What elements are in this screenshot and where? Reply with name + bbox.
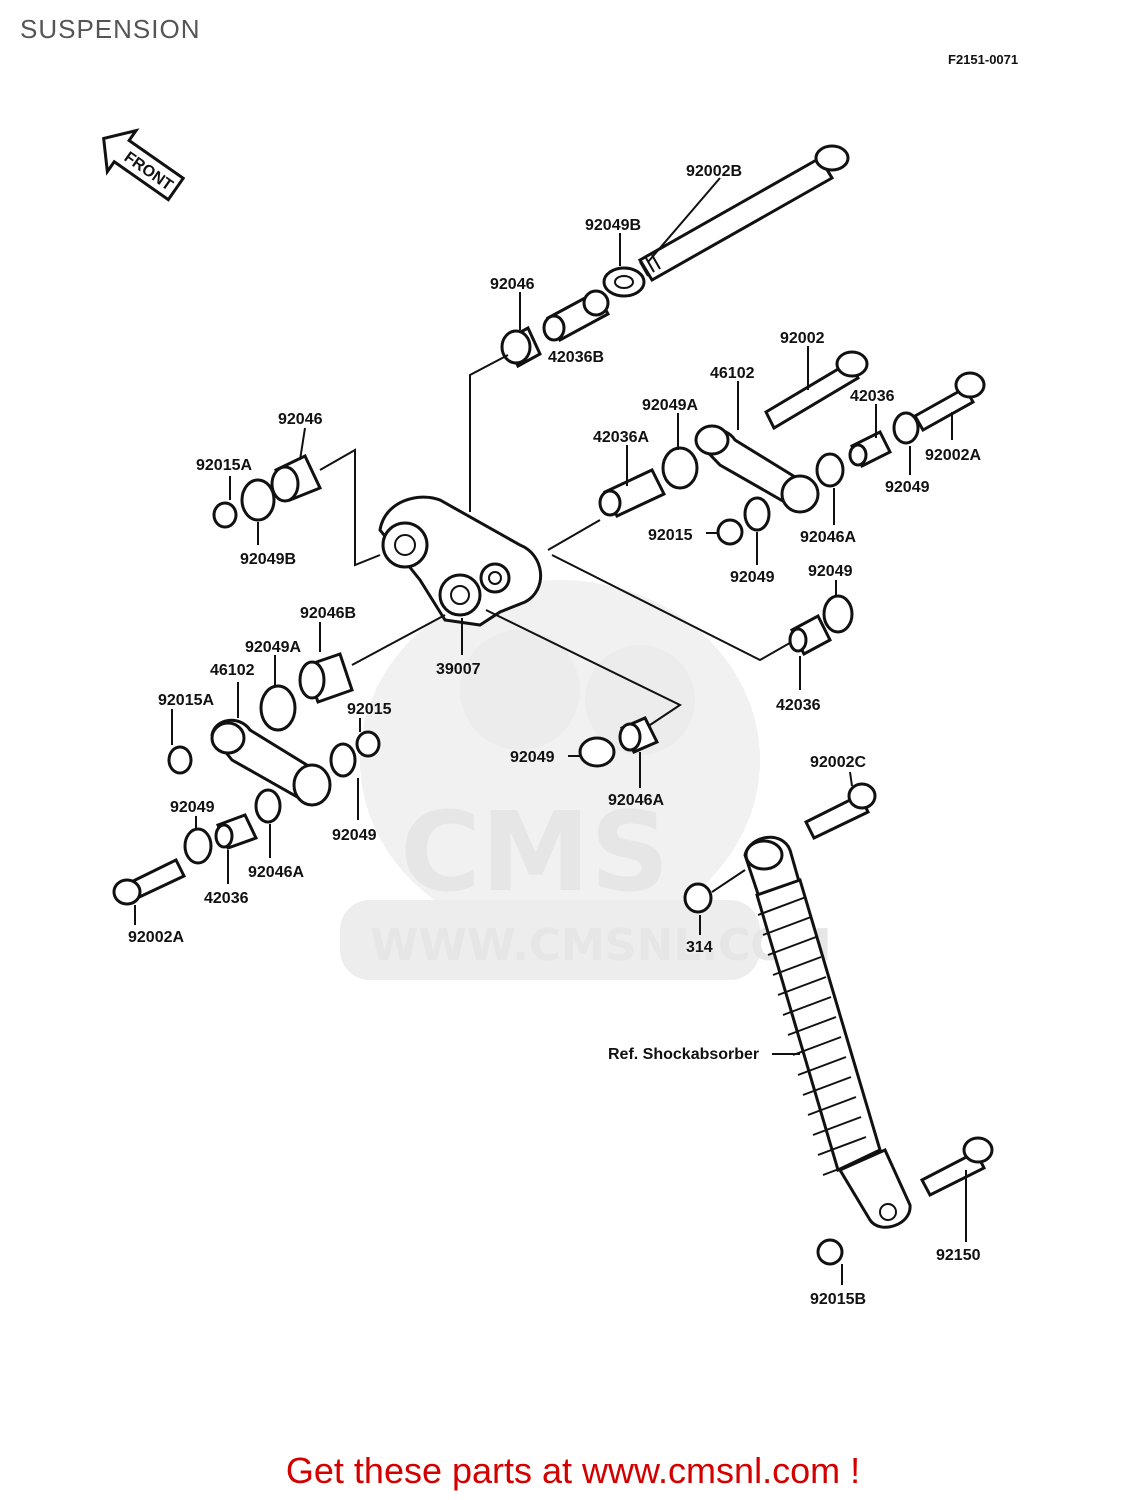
seal-92049-mid — [822, 594, 854, 634]
callout-92002b: 92002B — [686, 163, 742, 180]
callout-92049-right: 92049 — [885, 479, 930, 496]
bearing-92046-left — [270, 453, 323, 503]
bolt-92150 — [919, 1136, 994, 1197]
bolt-92002a-left — [112, 857, 187, 906]
watermark-url: WWW.CMSNL.COM — [370, 920, 832, 971]
callout-92049a-right: 92049A — [642, 397, 698, 414]
collar-42036-right — [848, 429, 893, 469]
rocker-arm-39007 — [378, 495, 542, 627]
callout-92015a-left: 92015A — [158, 692, 214, 709]
drawing-code: F2151-0071 — [948, 52, 1019, 67]
bolt-92002-right — [764, 350, 869, 431]
callout-314: 314 — [686, 939, 713, 956]
callout-92015-left: 92015 — [347, 701, 392, 718]
callout-92049-center: 92049 — [510, 749, 555, 766]
bearing-92046a-right — [815, 452, 845, 488]
callout-92002-right: 92002 — [780, 330, 825, 347]
callout-42036-right: 42036 — [850, 388, 895, 405]
callout-46102-right: 46102 — [710, 365, 755, 382]
callout-92046a-left: 92046A — [248, 864, 304, 881]
seal-92049b-left — [240, 478, 276, 522]
callout-92015b: 92015B — [810, 1291, 866, 1308]
callout-42036-left: 42036 — [204, 890, 249, 907]
nut-92015-right — [716, 518, 744, 546]
bearing-92046b — [298, 652, 354, 704]
bearing-92046a-center — [618, 716, 660, 754]
front-arrow: FRONT — [102, 128, 186, 202]
nut-92015b — [816, 1238, 844, 1266]
callout-92046a-right: 92046A — [800, 529, 856, 546]
callout-46102-left: 46102 — [210, 662, 255, 679]
callout-92150: 92150 — [936, 1247, 981, 1264]
callout-92049b-top: 92049B — [585, 217, 641, 234]
collar-42036-left — [214, 813, 259, 850]
seal-92049-left-top — [183, 827, 213, 865]
callout-92049a-left: 92049A — [245, 639, 301, 656]
callout-92046a-center: 92046A — [608, 792, 664, 809]
callout-42036-lower: 42036 — [776, 697, 821, 714]
callout-92049-right-low: 92049 — [730, 569, 775, 586]
collar-42036b — [542, 289, 611, 343]
bearing-92046-top — [500, 325, 542, 369]
callout-42036a: 42036A — [593, 429, 649, 446]
bolt-92002c — [803, 782, 877, 840]
collar-42036a — [598, 468, 667, 518]
footer-link[interactable]: Get these parts at www.cmsnl.com ! — [285, 1450, 861, 1491]
callout-92015a-top: 92015A — [196, 457, 252, 474]
tie-rod-46102-right — [694, 424, 820, 514]
seal-92049-right — [892, 411, 920, 445]
suspension-exploded-diagram: CMS WWW.CMSNL.COM FRONT — [102, 128, 994, 1308]
callout-92002a-left: 92002A — [128, 929, 184, 946]
callout-92046-left: 92046 — [278, 411, 323, 428]
callout-39007: 39007 — [436, 661, 481, 678]
callout-leaders — [134, 177, 967, 1285]
tie-rod-46102-left — [210, 719, 332, 807]
seal-92049a-left — [259, 684, 297, 732]
seal-92049a-right — [661, 446, 699, 490]
collar-42036-lower — [788, 613, 832, 657]
nut-92015a-left — [167, 745, 193, 775]
collar-314 — [683, 882, 713, 914]
watermark-logo: CMS — [400, 788, 669, 916]
bearing-92046a-left — [254, 788, 282, 824]
callout-92049-left-low: 92049 — [332, 827, 377, 844]
callout-92002c: 92002C — [810, 754, 866, 771]
nut-92015-left — [355, 730, 381, 758]
callout-92049-mid: 92049 — [808, 563, 853, 580]
callout-92015-right: 92015 — [648, 527, 693, 544]
washer-92049-left — [329, 742, 357, 778]
axle-bolt-92002b — [637, 144, 850, 283]
callout-92049b-left: 92049B — [240, 551, 296, 568]
callout-92046-top: 92046 — [490, 276, 535, 293]
bolt-92002a-right — [912, 371, 986, 433]
callout-42036b: 42036B — [548, 349, 604, 366]
callout-92046b: 92046B — [300, 605, 356, 622]
seal-92049-center — [578, 736, 616, 768]
callout-92049-left-top: 92049 — [170, 799, 215, 816]
page-title: SUSPENSION — [20, 14, 201, 44]
cmsnl-watermark: CMS WWW.CMSNL.COM — [340, 580, 832, 980]
nut-92015a-top — [212, 501, 238, 529]
callout-92002a-right: 92002A — [925, 447, 981, 464]
washer-92049-right-lower — [743, 496, 771, 532]
shock-absorber — [743, 835, 912, 1229]
callout-ref-shockabsorber: Ref. Shockabsorber — [608, 1046, 759, 1063]
